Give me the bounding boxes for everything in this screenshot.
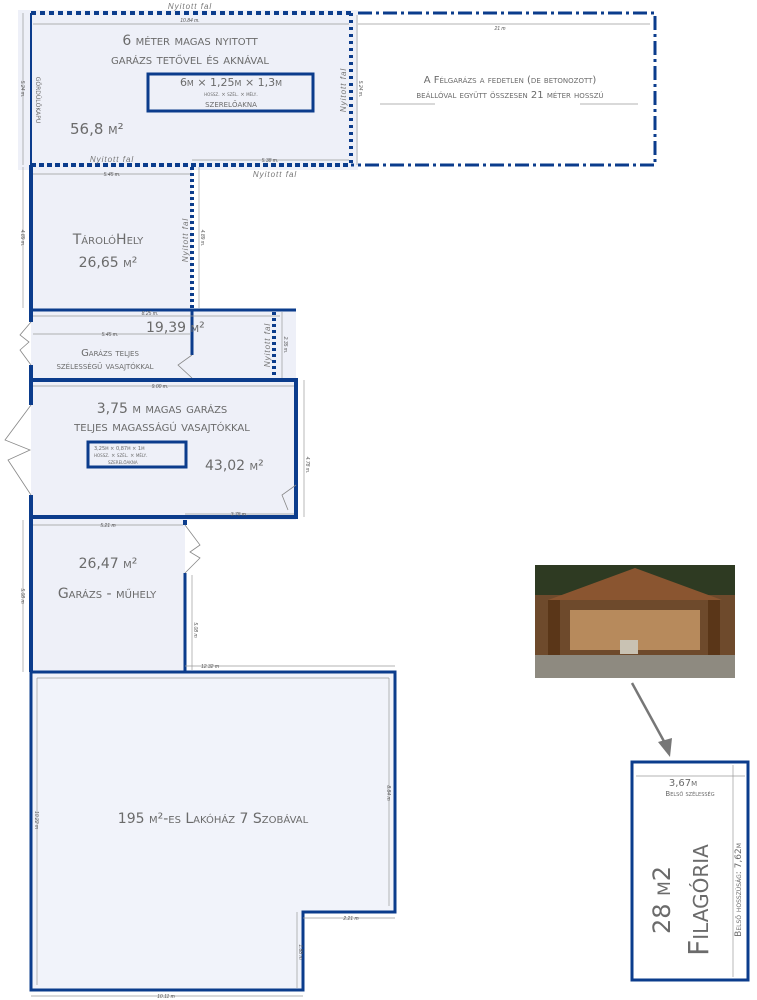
storage-fill: [31, 165, 192, 310]
dim-label: 4.78 m.: [304, 457, 310, 474]
storage-name: TárolóHely: [72, 232, 144, 248]
small-garage-label-2: szélességű vasajtókkal: [56, 361, 153, 372]
dim-label: 5.21 m: [100, 523, 115, 529]
open-wall-label: Nyitott fal: [339, 68, 348, 112]
dim-label: 5.45 m.: [104, 172, 121, 178]
dim-label: 5.24 m.: [19, 81, 25, 98]
dim-label: 5.08 m: [19, 588, 25, 603]
house-walls: [29, 670, 397, 992]
workshop-name: Garázs - műhely: [58, 586, 157, 602]
arrow-icon: [630, 682, 668, 746]
top-pit-box: [146, 72, 315, 113]
dim-label: 21 m: [493, 26, 505, 32]
garage-fill: [31, 310, 296, 520]
gazebo-width: 3,67m: [669, 778, 697, 789]
top-garage-title-1: 6 méter magas nyitott: [122, 33, 258, 49]
open-wall-label: Nyitott fal: [90, 155, 134, 164]
dimension-lines: [22, 13, 650, 997]
top-garage-walls: [30, 11, 353, 167]
top-pit-label: szerelőakna: [205, 99, 257, 110]
top-garage-area: 56,8 m²: [70, 120, 124, 138]
dim-label: 10.22 m: [33, 811, 39, 829]
open-wall-label: Nyitott fal: [263, 323, 272, 367]
top-pit-legend: hossz. × szél. × mély.: [204, 92, 258, 98]
door-icon: [4, 404, 32, 496]
top-garage-title-2: garázs tetővel és aknával: [111, 52, 269, 68]
door-icon: [177, 354, 193, 379]
garage-pit-box: [86, 440, 188, 469]
dim-label: 5.24 m.: [357, 81, 363, 98]
small-garage-label-1: Garázs teljes: [81, 348, 139, 359]
big-garage-title-2: teljes magasságú vasajtókkal: [73, 419, 250, 435]
workshop-area: 26,47 m²: [79, 556, 138, 572]
half-garage-text-2: beállóval együtt összesen 21 méter hossz…: [416, 90, 603, 101]
storage-area: 26,65 m²: [79, 255, 138, 271]
dim-label: 3.78 m.: [231, 512, 248, 518]
house-fill: [31, 672, 395, 990]
dim-label: 10.84 m.: [180, 18, 199, 24]
dim-label: 10.11 m: [157, 994, 175, 1000]
dim-label: 9.00 m.: [152, 384, 169, 390]
arrow-head-icon: [658, 738, 672, 757]
dim-label: 8.84 m: [385, 785, 391, 800]
door-icon: [184, 524, 201, 574]
door-icon: [281, 484, 297, 511]
open-wall-label: Nyitott fal: [168, 2, 212, 11]
gazebo-photo: [535, 565, 735, 678]
garage-pit-legend: hossz. × szél. × mély.: [94, 453, 148, 459]
open-wall-label: Nyitott fal: [181, 218, 190, 262]
open-wall-label: Nyitott fal: [253, 170, 297, 179]
workshop-fill: [31, 520, 185, 672]
dim-label: 5.08 m: [192, 622, 198, 637]
gazebo-outline: [630, 760, 750, 982]
rolling-gate-label: gördülőkapu: [33, 77, 43, 124]
house-label: 195 m²-es Lakóház 7 Szobával: [118, 811, 309, 827]
gazebo-area: 28 m2: [648, 866, 676, 934]
half-garage-outline: [351, 11, 657, 167]
top-pit-size: 6m × 1,25m × 1,3m: [180, 76, 282, 89]
gazebo-width-label: Belső szélesség: [665, 790, 714, 798]
dim-label: 1.88 m: [297, 944, 303, 959]
dim-label: 12.32 m: [201, 664, 219, 670]
big-garage-area: 43,02 m²: [205, 458, 264, 474]
gazebo-length-label: Belső hosszúság: 7,62m: [734, 843, 744, 937]
door-icon: [19, 321, 32, 366]
dim-label: 5.38 m.: [262, 158, 279, 164]
dim-label: 2.21 m: [342, 916, 358, 922]
gazebo-name: Filagória: [682, 844, 715, 956]
dim-label: 5.45 m.: [102, 332, 119, 338]
garage-pit-size: 3,25m × 0,87m × 1m: [94, 446, 145, 452]
dim-label: 4.89 m.: [19, 230, 25, 247]
dim-label: 4.89 m.: [199, 230, 205, 247]
big-garage-title-1: 3,75 m magas garázs: [97, 401, 228, 417]
dim-label: 8.25 m.: [142, 311, 159, 317]
top-garage-fill: [18, 10, 358, 170]
dim-label: 2.35 m.: [282, 336, 288, 354]
small-garage-area: 19,39 m²: [146, 320, 205, 336]
half-garage-text-1: A Félgarázs a fedetlen (de betonozott): [424, 75, 597, 86]
garage-pit-label: szerelőakna: [108, 460, 138, 466]
